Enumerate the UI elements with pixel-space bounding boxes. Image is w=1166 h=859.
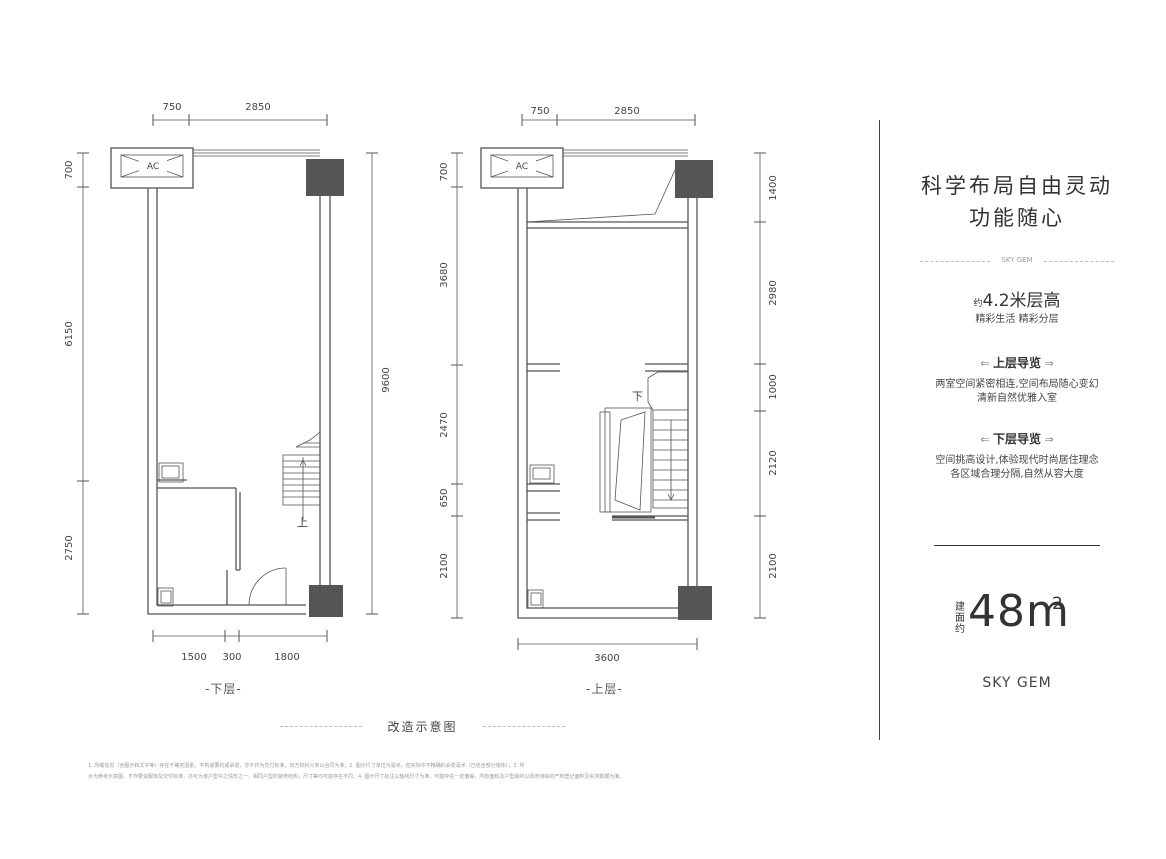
upper-right-dimensions: 1400 2980 1000 2120 2100 — [754, 152, 779, 619]
dashed-divider — [920, 261, 990, 262]
dim-label: 2850 — [245, 102, 270, 113]
disclaimer-footnote: 1. 所载信息（含图示和文字等）存在不确定因素，不构成要约或承诺，亦不作为交付标… — [88, 761, 768, 783]
upper-staircase: 下 — [599, 371, 689, 519]
height-subtitle: 精彩生活 精彩分层 — [975, 314, 1059, 325]
right-arrow-icon: ⇒ — [1041, 357, 1054, 370]
scheme-title: 改造示意图 — [387, 720, 458, 734]
dim-label: 6150 — [64, 321, 75, 346]
panel-divider — [934, 545, 1100, 546]
footnote-line: 示为参考示意图，不作要说服饰及交付标准，亦可为该户型中之情形之一，相同户型的装修… — [88, 774, 625, 780]
dim-label: 2850 — [614, 106, 639, 117]
upper-guide-line: 清新自然优雅入室 — [977, 393, 1057, 404]
stair-up-label: 上 — [297, 516, 308, 529]
structural-column — [309, 585, 343, 617]
height-value: 4.2米层高 — [982, 291, 1061, 311]
area-value: 48m — [968, 586, 1070, 637]
dim-label: 2100 — [768, 553, 779, 578]
fixture — [527, 589, 544, 609]
stair-down-label: 下 — [632, 390, 643, 403]
upper-left-dimensions: 700 3680 2470 650 2100 — [439, 152, 463, 619]
left-arrow-icon: ⇐ — [980, 357, 993, 370]
lower-walls — [147, 160, 331, 615]
lower-plan-caption: -下层- — [205, 682, 242, 696]
upper-guide-title: ⇐ 上层导览 ⇒ — [880, 354, 1154, 371]
scheme-title-row: 改造示意图 — [280, 717, 565, 735]
footnote-line: 1. 所载信息（含图示和文字等）存在不确定因素，不构成要约或承诺，亦不作为交付标… — [88, 763, 525, 769]
ac-label: AC — [516, 162, 528, 172]
brand-small-row: SKY GEM — [920, 256, 1114, 266]
vertical-divider — [879, 120, 880, 740]
upper-guide-line: 两室空间紧密相连,空间布局随心变幻 — [935, 379, 1099, 390]
dim-label: 9600 — [381, 367, 392, 392]
lower-guide-line: 空间挑高设计,体验现代时尚居住理念 — [935, 455, 1099, 466]
dim-label: 3680 — [439, 262, 450, 287]
upper-plan-caption: -上层- — [586, 682, 623, 696]
info-panel: 科学布局自由灵动 功能随心 SKY GEM 约4.2米层高 精彩生活 精彩分层 … — [880, 120, 1154, 740]
lower-guide-label: 下层导览 — [992, 432, 1041, 446]
headline-line-2: 功能随心 — [969, 206, 1065, 230]
upper-top-dimensions: 750 2850 — [521, 106, 696, 126]
ceiling-height: 约4.2米层高 — [880, 286, 1154, 311]
upper-floor-plan: 750 2850 700 3680 2470 650 2100 1400 — [439, 106, 779, 664]
dim-label: 700 — [439, 162, 450, 181]
brand-small: SKY GEM — [1001, 256, 1033, 264]
dim-label: 2980 — [768, 280, 779, 305]
upper-walls — [517, 160, 698, 619]
lower-guide-title: ⇐ 下层导览 ⇒ — [880, 430, 1154, 447]
area-label: 建面约 — [955, 602, 965, 635]
structural-column — [678, 586, 712, 620]
dashed-divider — [1044, 261, 1114, 262]
lower-left-dimensions: 700 6150 2750 — [64, 152, 89, 615]
fixture — [157, 587, 174, 607]
fixture — [158, 462, 184, 483]
structural-column — [675, 160, 713, 198]
structural-column — [306, 159, 344, 196]
dim-label: 1500 — [181, 652, 206, 663]
dim-label: 1000 — [768, 374, 779, 399]
dim-label: 2100 — [439, 553, 450, 578]
height-prefix: 约 — [973, 299, 983, 309]
left-arrow-icon: ⇐ — [980, 433, 993, 446]
dim-label: 300 — [222, 652, 241, 663]
dim-label: 750 — [530, 106, 549, 117]
headline-line-1: 科学布局自由灵动 — [921, 174, 1113, 198]
fixture — [529, 464, 555, 484]
area-superscript: 2 — [1052, 594, 1063, 614]
brand-name: SKY GEM — [982, 675, 1052, 691]
upper-ac-balcony: AC — [480, 147, 688, 189]
dim-label: 700 — [64, 160, 75, 179]
upper-bottom-dimension: 3600 — [517, 638, 698, 664]
dim-label: 1400 — [768, 175, 779, 200]
dashed-divider — [280, 726, 362, 727]
upper-guide-label: 上层导览 — [992, 356, 1041, 370]
dim-label: 2470 — [439, 412, 450, 437]
lower-floor-plan: 750 2850 700 6150 2750 9600 — [64, 102, 392, 663]
dim-label: 750 — [162, 102, 181, 113]
dim-label: 650 — [439, 488, 450, 507]
dim-label: 2750 — [64, 535, 75, 560]
lower-bottom-dimensions: 1500 300 1800 — [152, 630, 328, 663]
lower-ac-balcony: AC — [110, 147, 320, 189]
ac-label: AC — [147, 162, 159, 172]
right-arrow-icon: ⇒ — [1041, 433, 1054, 446]
dashed-divider — [483, 726, 565, 727]
door-swing — [248, 567, 287, 606]
dim-label: 2120 — [768, 450, 779, 475]
dim-label: 3600 — [594, 653, 619, 664]
lower-staircase: 上 — [282, 431, 321, 529]
lower-guide-line: 各区域合理分隔,自然从容大度 — [950, 469, 1084, 480]
lower-right-dimension: 9600 — [366, 152, 392, 615]
lower-top-dimensions: 750 2850 — [152, 102, 328, 126]
dim-label: 1800 — [274, 652, 299, 663]
